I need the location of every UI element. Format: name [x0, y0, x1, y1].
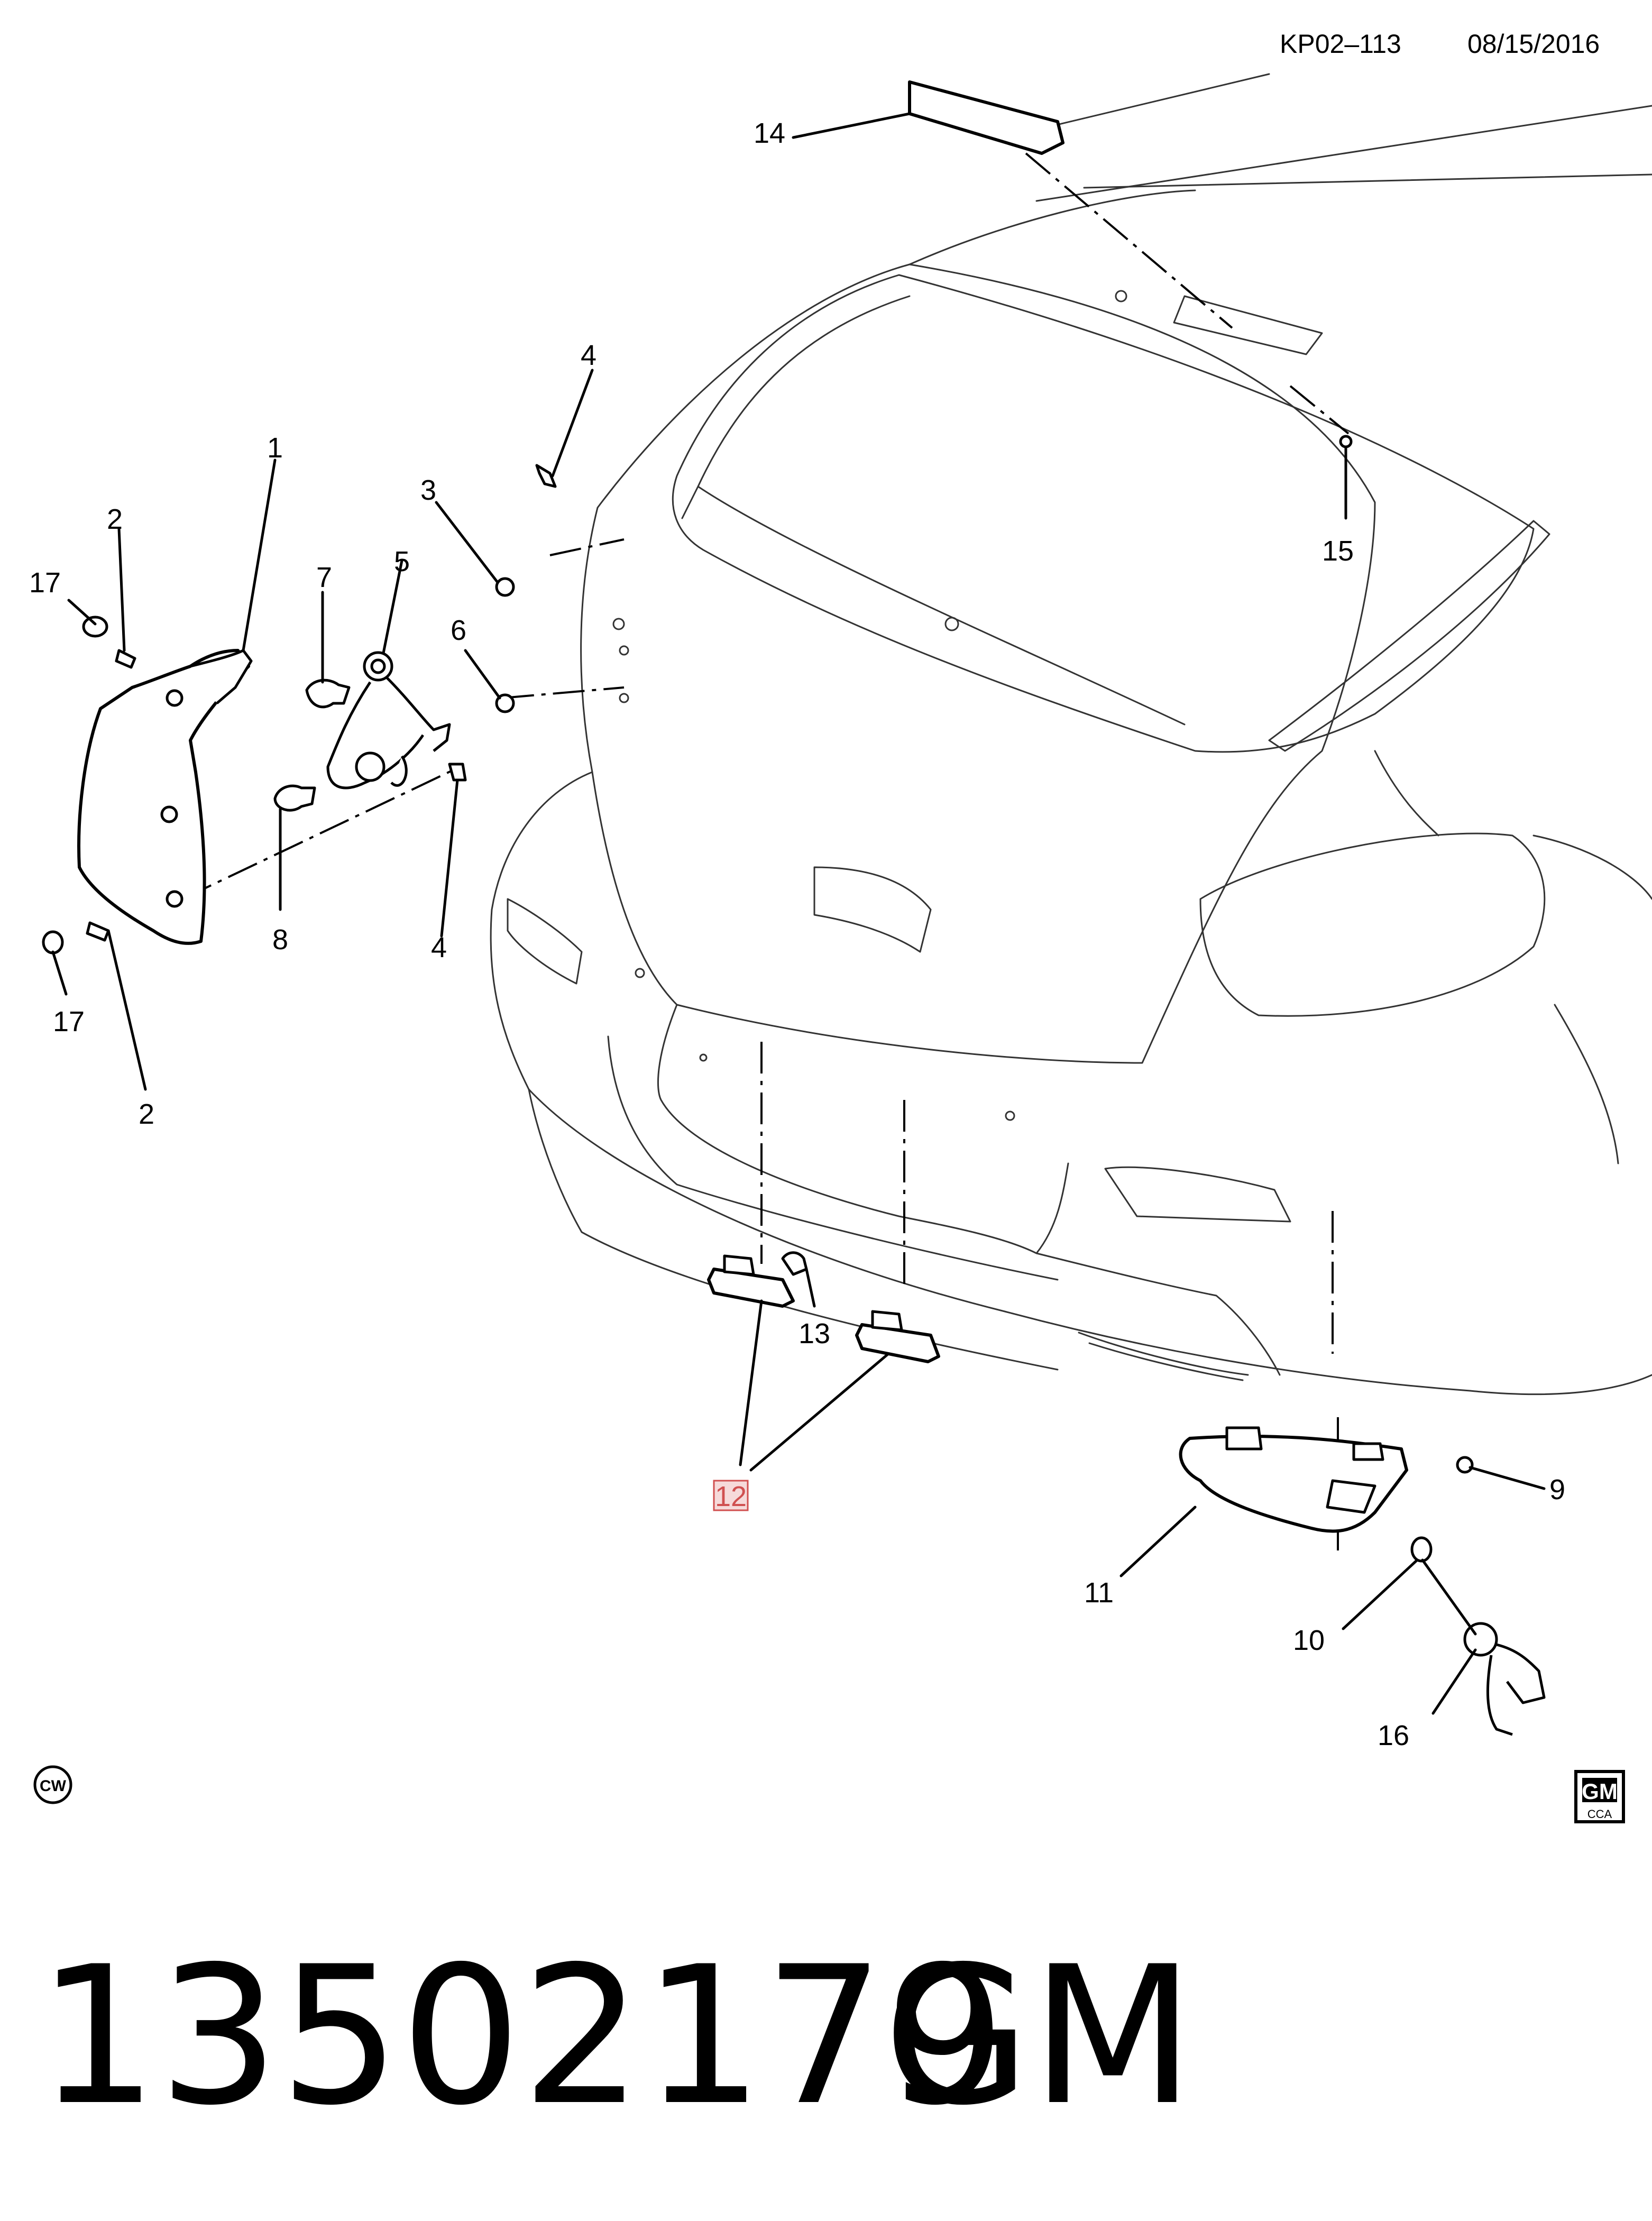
- callout-labels: 14 15 1 2 17 7 5 3 4 6 8 4 17 2 13 12 11…: [29, 117, 1565, 1751]
- cw-badge-text: CW: [40, 1777, 67, 1795]
- part-10-bulb[interactable]: [1410, 1536, 1433, 1563]
- callout-7: 7: [316, 562, 332, 593]
- callout-9: 9: [1549, 1474, 1565, 1506]
- part-12-license-lamp-right[interactable]: [855, 1310, 940, 1363]
- part-7-bulb[interactable]: [305, 678, 351, 709]
- part-13-bulb[interactable]: [781, 1251, 808, 1276]
- part-12-license-lamp-left[interactable]: [707, 1254, 795, 1308]
- callout-14: 14: [754, 117, 785, 149]
- callout-3: 3: [420, 474, 436, 506]
- callout-11: 11: [1084, 1577, 1114, 1609]
- part-17-cap-lower[interactable]: [42, 930, 64, 955]
- callout-12-highlight: [713, 1480, 749, 1511]
- callout-13: 13: [799, 1318, 830, 1350]
- part-number: 13502179: [37, 1925, 1006, 2147]
- part-16-socket-harness[interactable]: [1463, 1622, 1546, 1736]
- diagram-date: 08/15/2016: [1467, 29, 1600, 59]
- part-9-screw[interactable]: [1456, 1456, 1474, 1474]
- gm-cca-logo: GM CCA: [1574, 1770, 1625, 1823]
- callout-5: 5: [394, 546, 410, 577]
- callout-15: 15: [1322, 535, 1354, 567]
- leader-lines: [51, 112, 1546, 1715]
- part-11-reverse-lamp[interactable]: [1179, 1426, 1408, 1533]
- logo-bottom-text: CCA: [1587, 1807, 1612, 1821]
- callout-8: 8: [272, 924, 288, 956]
- part-1-tail-lamp-assembly[interactable]: [77, 649, 253, 945]
- part-8-bulb[interactable]: [273, 784, 316, 812]
- callout-10: 10: [1293, 1625, 1325, 1656]
- callout-6: 6: [451, 614, 466, 646]
- callout-4-lower: 4: [431, 932, 447, 963]
- callout-1: 1: [267, 432, 283, 464]
- part-15-screw[interactable]: [1339, 435, 1353, 448]
- part-6-nut[interactable]: [495, 693, 515, 713]
- logo-top-text: GM: [1582, 1779, 1618, 1804]
- part-14-high-mount-stop-lamp[interactable]: [908, 80, 1064, 155]
- brand-name: GM: [883, 1925, 1195, 2147]
- callout-2-upper: 2: [107, 503, 123, 535]
- part-3-nut[interactable]: [495, 577, 515, 597]
- part-2-fastener-upper[interactable]: [115, 649, 136, 669]
- cw-badge: CW: [33, 1765, 72, 1804]
- callout-2-lower: 2: [139, 1098, 154, 1130]
- part-4-clip-lower[interactable]: [448, 763, 467, 782]
- callout-16: 16: [1378, 1720, 1409, 1751]
- part-17-cap-upper[interactable]: [82, 616, 108, 638]
- part-5-socket-harness[interactable]: [326, 651, 451, 790]
- callout-4-upper: 4: [581, 339, 596, 371]
- callout-17-lower: 17: [53, 1006, 85, 1038]
- callout-12: 12: [715, 1481, 747, 1512]
- callout-17-upper: 17: [29, 567, 61, 599]
- diagram-header: KP02–113 08/15/2016: [1280, 29, 1600, 59]
- part-4-clip-upper[interactable]: [535, 464, 557, 488]
- part-2-fastener-lower[interactable]: [86, 921, 110, 942]
- diagram-code: KP02–113: [1280, 29, 1401, 59]
